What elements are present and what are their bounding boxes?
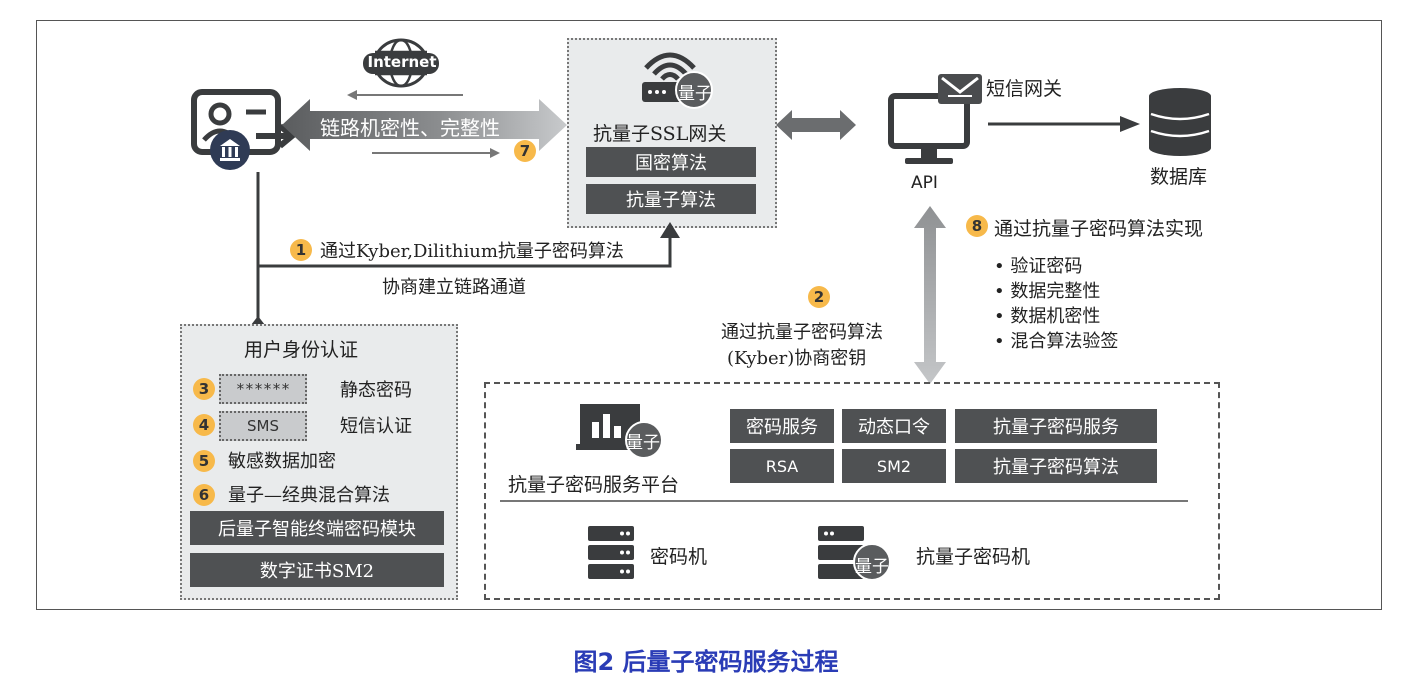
platform-badge: 量子 [626,433,660,453]
chart-laptop-icon [576,404,663,459]
quantum-server-icon [818,526,891,581]
step-7-badge: 7 [514,140,536,162]
step-4-badge: 4 [193,414,215,436]
step8-item-4: • 混合算法验签 [994,331,1119,352]
sms-gateway-label: 短信网关 [986,78,1063,100]
server-icon [588,526,634,579]
internet-arrow [347,90,463,100]
step1-text2: 协商建立链路通道 [382,277,526,298]
hybrid-algorithm-label: 量子—经典混合算法 [228,485,390,506]
cell-sm2: SM2 [842,449,946,483]
quantum-machine-badge: 量子 [855,557,889,577]
bank-icon [210,130,250,170]
wifi-router-icon [642,52,713,109]
step-8-badge: 8 [966,215,988,237]
globe-icon [363,38,439,88]
api-label: API [911,173,938,193]
gateway-api-arrow [776,110,856,140]
link-arrow-label: 链路机密性、完整性 [320,116,500,140]
link-double-arrow [282,99,567,151]
api-db-arrow [988,116,1140,132]
platform-divider [500,500,1188,502]
step8-item-3: • 数据机密性 [994,306,1101,327]
gateway-bar-guomi: 国密算法 [586,147,756,177]
monitor-icon [888,93,970,164]
figure-caption: 图2 后量子密码服务过程 [573,648,839,676]
step-6-badge: 6 [193,484,215,506]
static-password-label: 静态密码 [340,380,412,401]
internet-label: Internet [367,53,437,71]
step8-item-2: • 数据完整性 [994,281,1101,302]
step-1-badge: 1 [290,239,312,261]
step-3-badge: 3 [193,378,215,400]
cell-pq-crypto-service: 抗量子密码服务 [955,409,1157,443]
gateway-badge: 量子 [678,84,712,104]
pq-terminal-module-bar: 后量子智能终端密码模块 [190,511,444,545]
step1-text: 通过Kyber,Dilithium抗量子密码算法 [320,241,624,262]
auth-panel-title: 用户身份认证 [244,339,359,361]
platform-title: 抗量子密码服务平台 [508,474,680,496]
digital-cert-bar: 数字证书SM2 [190,553,444,587]
cell-crypto-service: 密码服务 [730,409,834,443]
database-label: 数据库 [1150,166,1208,188]
envelope-icon [938,74,982,104]
cell-dynamic-token: 动态口令 [842,409,946,443]
link-thin-arrow [372,148,500,158]
cell-pq-algorithm: 抗量子密码算法 [955,449,1157,483]
step1-path-arrow [251,172,680,334]
step-2-badge: 2 [808,286,830,308]
platform-box [484,382,1220,600]
database-icon [1149,88,1211,156]
crypto-machine-label: 密码机 [650,546,708,568]
step-5-badge: 5 [193,450,215,472]
gateway-title: 抗量子SSL网关 [593,123,727,145]
gateway-bar-pq: 抗量子算法 [586,184,756,214]
step2-text: 通过抗量子密码算法 [721,322,883,343]
sms-auth-label: 短信认证 [340,416,412,437]
step2-text2: (Kyber)协商密钥 [727,348,867,369]
cell-rsa: RSA [730,449,834,483]
sensitive-encryption-label: 敏感数据加密 [228,451,336,472]
step2-vertical-arrow [914,206,946,384]
step8-text: 通过抗量子密码算法实现 [994,218,1204,240]
step8-item-1: • 验证密码 [994,256,1083,277]
static-password-field: ****** [219,374,307,404]
sms-code-field: SMS [219,411,307,441]
quantum-machine-label: 抗量子密码机 [916,546,1031,568]
